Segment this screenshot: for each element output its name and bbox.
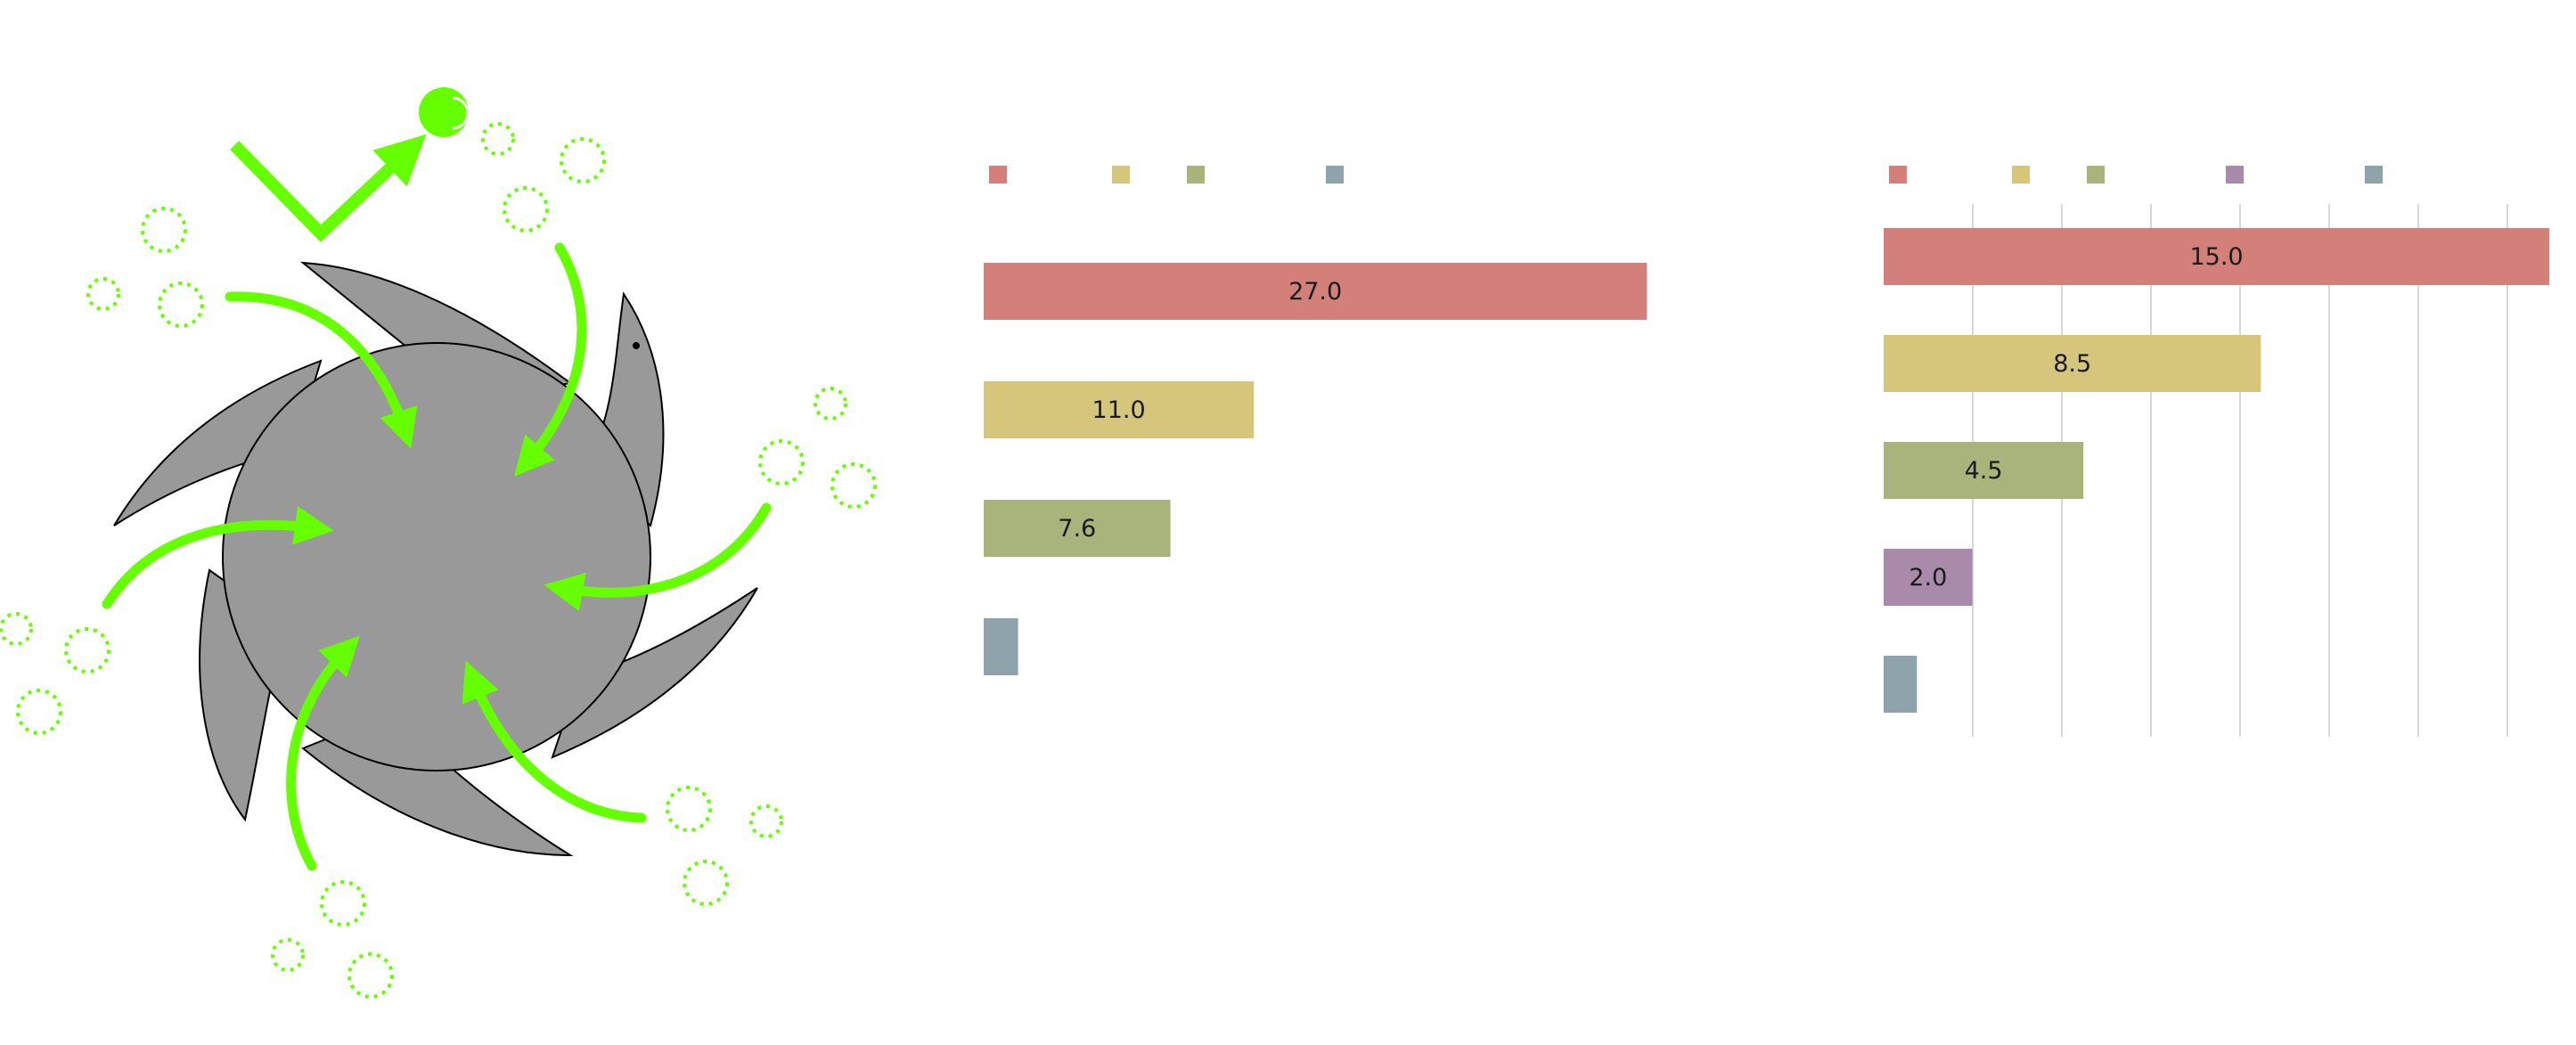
bar-value-label: 4.5	[1965, 457, 2003, 485]
bubble-icon	[320, 880, 366, 927]
bar	[1884, 549, 1973, 606]
legend-swatch	[2012, 166, 2030, 184]
legend-swatch	[2365, 166, 2383, 184]
fan-hub	[222, 342, 651, 772]
bubble-icon	[481, 122, 515, 156]
bar-value-label: 11.0	[1092, 396, 1146, 424]
fan-blade	[113, 359, 323, 527]
bubble-icon	[683, 860, 729, 906]
inward-arrow-icon	[513, 242, 587, 477]
fan-pin	[633, 342, 640, 349]
checkmark-icon	[230, 87, 470, 242]
bubble-icon	[86, 277, 120, 311]
legend-swatch	[2226, 166, 2244, 184]
bar-value-label: 7.6	[1058, 515, 1096, 543]
legend-swatch	[2087, 166, 2105, 184]
inward-arrows	[102, 242, 772, 871]
bar	[1884, 228, 2550, 285]
bar	[984, 618, 1018, 675]
legend-swatch	[1112, 166, 1130, 184]
fan-icon	[113, 261, 758, 857]
bubble-icon	[141, 207, 187, 253]
bubble-icon	[271, 938, 305, 972]
inward-arrow-icon	[544, 502, 772, 611]
bar	[1884, 442, 2084, 499]
bubble-icon	[814, 387, 847, 420]
bubble-icon	[758, 439, 805, 486]
bar	[984, 381, 1255, 438]
legend-swatch	[1326, 166, 1344, 184]
inward-arrow-icon	[102, 505, 334, 609]
legend-swatch	[1889, 166, 1907, 184]
bar-value-label: 27.0	[1288, 278, 1342, 306]
legend-swatch	[1187, 166, 1205, 184]
bubble-icon	[64, 627, 110, 674]
bubble-icon	[749, 804, 783, 838]
legend-swatch	[989, 166, 1007, 184]
checkmark-ball	[419, 87, 469, 137]
inward-arrow-icon	[286, 635, 360, 871]
bubble-icon	[158, 282, 204, 328]
bubble-icon	[830, 462, 877, 509]
bubble-icon	[666, 786, 712, 832]
inward-arrow-icon	[225, 291, 418, 449]
bar	[984, 500, 1171, 557]
bar	[1884, 656, 1918, 713]
bubbles	[0, 122, 877, 999]
inward-arrow-icon	[462, 660, 647, 823]
bubble-icon	[0, 612, 33, 646]
bar-chart-right: 15.0 8.5 4.5 2.0	[1884, 166, 2550, 737]
bar-value-label: 8.5	[2053, 350, 2091, 378]
bar	[984, 263, 1648, 320]
bar-value-label: 15.0	[2189, 243, 2243, 271]
fan-blade	[551, 587, 758, 759]
bubble-icon	[16, 689, 62, 735]
bubble-icon	[503, 186, 549, 233]
bubble-icon	[348, 952, 394, 999]
bar-value-label: 2.0	[1909, 564, 1947, 592]
bar-chart-left: 27.0 11.0 7.6	[984, 166, 1648, 675]
fan-illustration	[0, 87, 877, 999]
bar	[1884, 335, 2261, 392]
bubble-icon	[560, 137, 606, 184]
